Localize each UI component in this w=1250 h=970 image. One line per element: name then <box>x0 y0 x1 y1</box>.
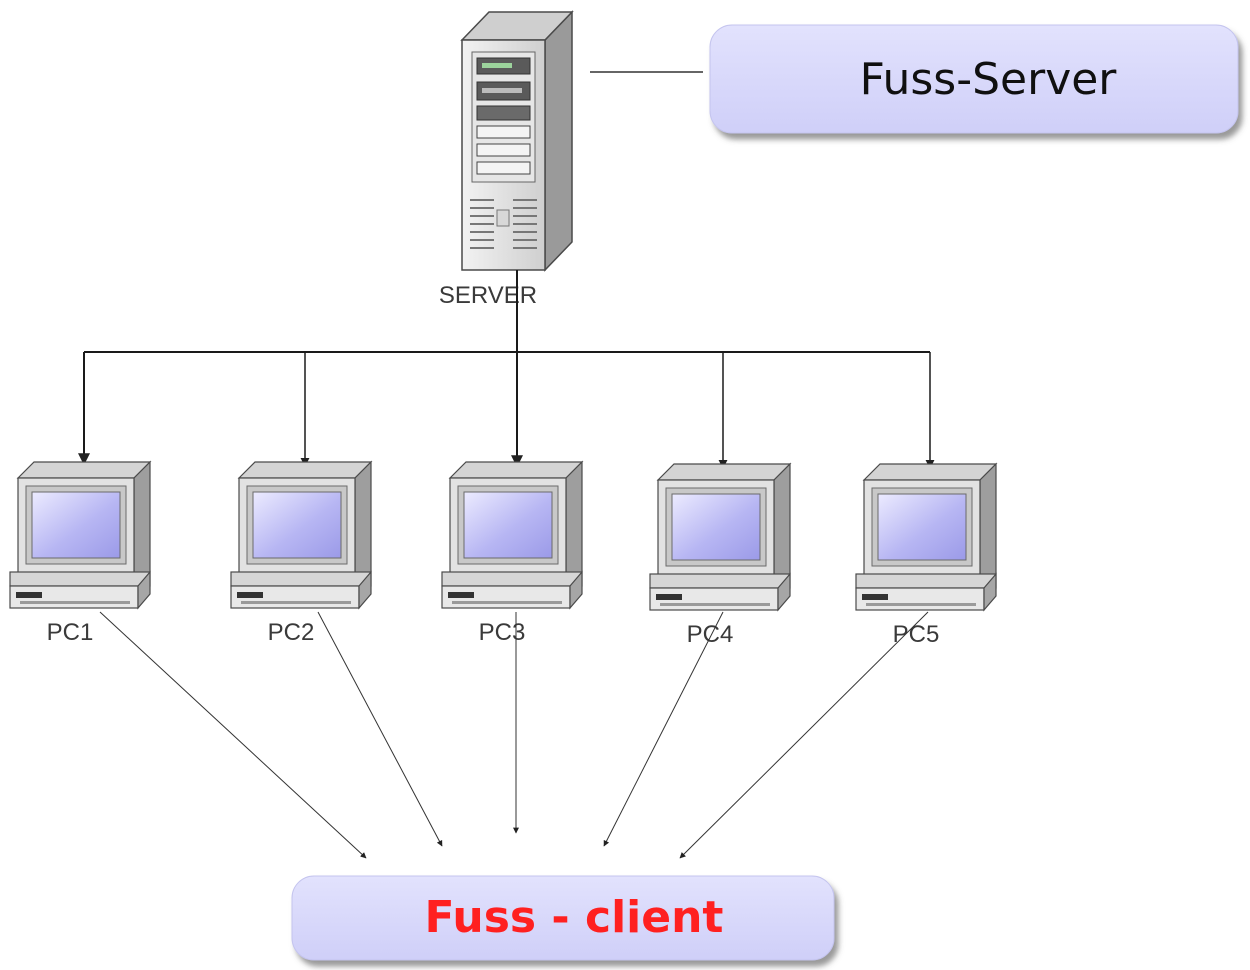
fuss-client-box: Fuss - client <box>291 875 835 961</box>
pc-2-label: PC2 <box>268 619 315 646</box>
pc-1-label: PC1 <box>47 619 94 646</box>
pc-4 <box>649 462 792 612</box>
desktop-computer-icon <box>9 460 152 610</box>
desktop-computer-icon <box>855 462 998 612</box>
server-label: SERVER <box>439 282 537 309</box>
pc-3-label: PC3 <box>479 619 526 646</box>
pc-1 <box>9 460 152 610</box>
desktop-computer-icon <box>649 462 792 612</box>
pc-5 <box>855 462 998 612</box>
pc-5-label: PC5 <box>893 621 940 648</box>
client-link-pc5 <box>679 611 929 859</box>
desktop-computer-icon <box>230 460 373 610</box>
fuss-server-box: Fuss-Server <box>709 24 1239 134</box>
pc-2 <box>230 460 373 610</box>
pc-4-label: PC4 <box>687 621 734 648</box>
client-links <box>99 611 929 859</box>
client-link-pc2 <box>317 611 443 847</box>
fuss-client-title: Fuss - client <box>425 892 724 943</box>
pc-3 <box>441 460 584 610</box>
desktop-computer-icon <box>441 460 584 610</box>
network-bus <box>78 270 935 469</box>
client-link-pc4 <box>603 611 724 847</box>
fuss-server-title: Fuss-Server <box>860 54 1118 105</box>
client-link-pc1 <box>99 611 367 859</box>
server-tower-icon <box>460 10 574 272</box>
